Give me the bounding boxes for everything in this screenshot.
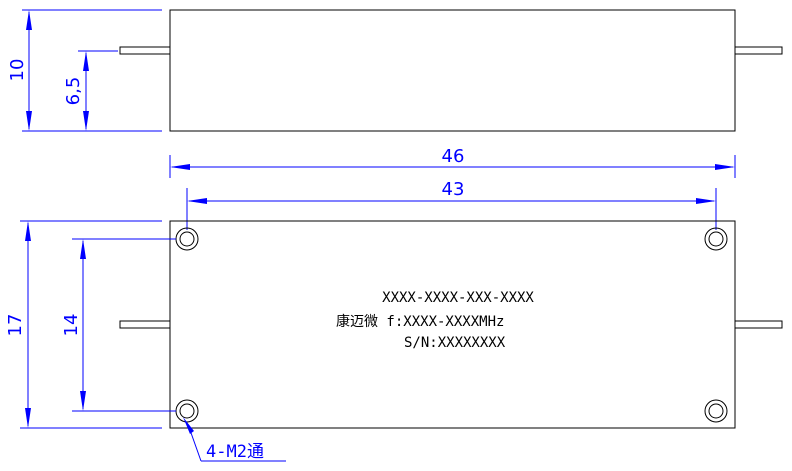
dimension-text: 17 (5, 314, 26, 337)
dimension-side-height: 10 (7, 9, 162, 132)
mounting-hole (704, 399, 728, 423)
dimension-text: 46 (442, 146, 465, 167)
side-view (119, 9, 783, 132)
arrow-left (187, 198, 207, 204)
top-view-right-pin (734, 320, 783, 329)
dimension-text: 14 (61, 314, 82, 337)
hole-callout: 4-M2通 (183, 417, 286, 462)
dimension-total-length: 46 (169, 146, 736, 178)
arrow-up (25, 221, 31, 241)
arrow-left (170, 164, 190, 170)
mounting-hole (704, 227, 728, 251)
leader-line (189, 429, 202, 462)
arrow-down (83, 111, 89, 131)
side-view-left-pin (119, 46, 171, 55)
dimension-hole-pitch-y: 14 (61, 238, 176, 412)
serial-number-label: S/N:XXXXXXXX (404, 335, 506, 351)
arrow-right (715, 164, 735, 170)
top-view: XXXX-XXXX-XXX-XXXX 康迈微 f:XXXX-XXXXMHz S/… (119, 220, 783, 429)
arrow-down (25, 408, 31, 428)
dimension-text: 6,5 (63, 77, 84, 106)
hole-callout-text: 4-M2通 (206, 442, 264, 462)
arrow-down (26, 111, 32, 131)
top-view-left-pin (119, 320, 171, 329)
arrow-up (83, 51, 89, 71)
arrow-up (80, 239, 86, 259)
arrow-right (696, 198, 716, 204)
mounting-hole (175, 399, 199, 423)
dimension-side-pin-height: 6,5 (63, 50, 118, 131)
leader-arrow (183, 417, 194, 434)
part-number-label: XXXX-XXXX-XXX-XXXX (382, 290, 534, 306)
frequency-label: 康迈微 f:XXXX-XXXXMHz (336, 313, 504, 330)
arrow-down (80, 391, 86, 411)
dimension-hole-pitch-x: 43 (186, 179, 717, 230)
dimension-text: 43 (442, 179, 465, 200)
side-view-body (169, 9, 736, 132)
arrow-up (26, 10, 32, 30)
dimension-text: 10 (7, 59, 28, 82)
side-view-right-pin (734, 46, 783, 55)
mounting-hole (175, 227, 199, 251)
dimension-total-width: 17 (5, 220, 162, 429)
